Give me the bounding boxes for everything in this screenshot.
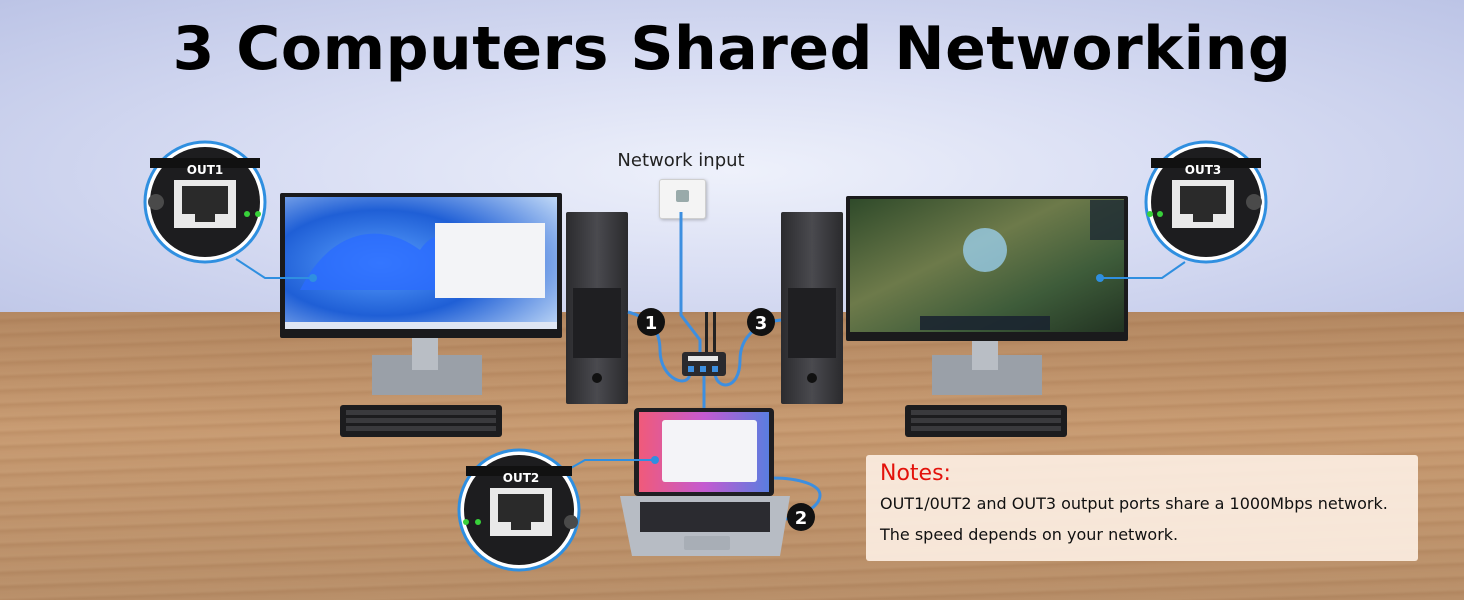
screw-icon: [1246, 194, 1262, 210]
callout-out2: OUT2: [457, 448, 581, 572]
notes-line-1: OUT1/0UT2 and OUT3 output ports share a …: [880, 494, 1388, 513]
svg-text:3: 3: [755, 313, 768, 334]
network-switch-icon: [682, 312, 726, 376]
left-pc-tower-icon: [566, 212, 628, 404]
right-pc-tower-icon: [781, 212, 843, 404]
right-monitor: [846, 196, 1128, 395]
port-number-badge-1: 1: [637, 308, 665, 336]
page-title: 3 Computers Shared Networking: [172, 14, 1292, 84]
screw-icon: [564, 515, 578, 529]
port-label-out1: OUT1: [187, 163, 223, 177]
settings-window: [435, 223, 545, 298]
notes-title: Notes:: [880, 461, 951, 486]
laptop-icon: [620, 408, 790, 556]
notes-line-2: The speed depends on your network.: [880, 525, 1179, 544]
port-label-out3: OUT3: [1185, 163, 1221, 177]
callout-out1: OUT1: [143, 140, 267, 264]
callout-out3: OUT3: [1144, 140, 1268, 264]
port-label-out2: OUT2: [503, 471, 539, 485]
screw-icon: [148, 194, 164, 210]
notes-box: Notes: OUT1/0UT2 and OUT3 output ports s…: [866, 455, 1418, 561]
svg-text:1: 1: [645, 313, 658, 334]
svg-text:2: 2: [795, 508, 808, 529]
port-number-badge-2: 2: [787, 503, 815, 531]
port-number-badge-3: 3: [747, 308, 775, 336]
network-input-label: Network input: [617, 150, 745, 171]
left-monitor: [280, 193, 562, 395]
